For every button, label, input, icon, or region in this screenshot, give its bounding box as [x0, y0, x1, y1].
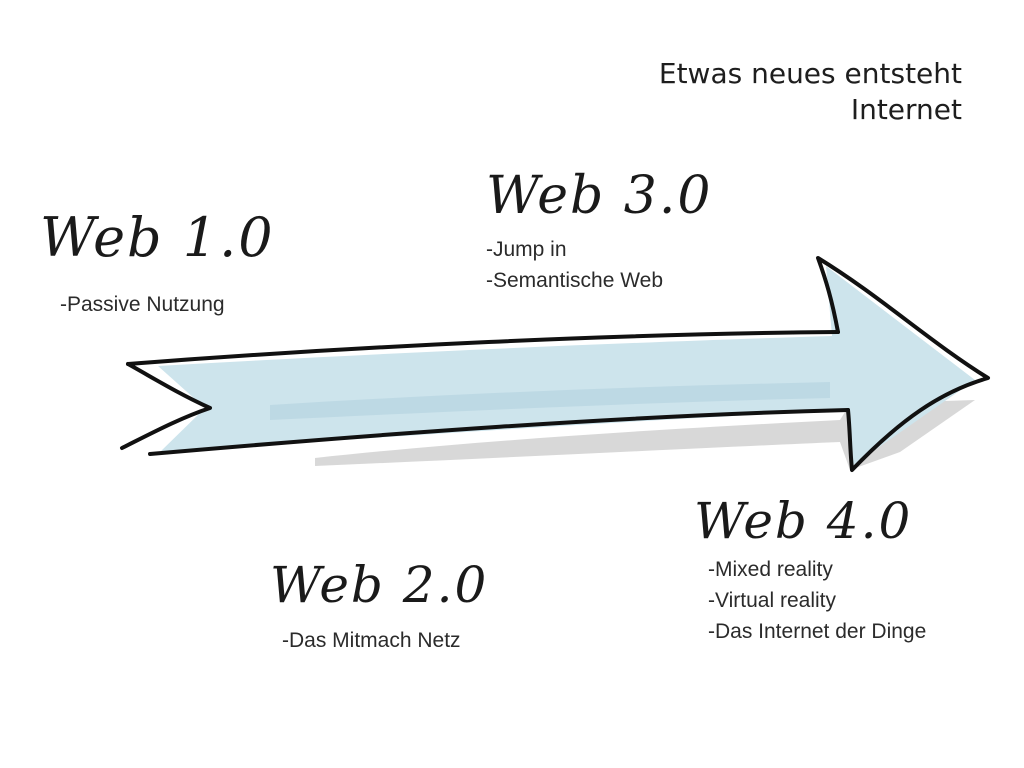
title-line-1: Etwas neues entsteht: [658, 57, 962, 90]
web1-heading: Web 1.0: [40, 206, 275, 269]
web2-item: -Das Mitmach Netz: [282, 629, 461, 652]
web3-item: -Semantische Web: [486, 269, 664, 292]
web2-list: -Das Mitmach Netz: [282, 625, 461, 656]
arrow-fill: [158, 266, 975, 466]
arrow-outline-bottom: [148, 408, 850, 456]
web4-item: -Virtual reality: [708, 589, 836, 612]
web4-list: -Mixed reality -Virtual reality -Das Int…: [708, 554, 926, 647]
arrow-fill-streak: [270, 382, 830, 420]
arrow-outline-tail: [120, 362, 212, 450]
web1-item: -Passive Nutzung: [60, 293, 225, 316]
web4-heading: Web 4.0: [694, 492, 913, 550]
web1-list: -Passive Nutzung: [60, 289, 225, 320]
web3-heading: Web 3.0: [486, 166, 713, 226]
title-block: Etwas neues entsteht Internet: [659, 56, 962, 128]
arrow-outline-head: [816, 256, 990, 472]
arrow-shadow: [315, 400, 975, 470]
web4-item: -Das Internet der Dinge: [708, 620, 927, 643]
title-line-2: Internet: [850, 93, 962, 126]
web3-item: -Jump in: [486, 238, 567, 261]
web2-heading: Web 2.0: [270, 556, 489, 614]
web3-list: -Jump in -Semantische Web: [486, 234, 663, 296]
arrow-outline-top: [126, 330, 840, 366]
web4-item: -Mixed reality: [708, 558, 833, 581]
